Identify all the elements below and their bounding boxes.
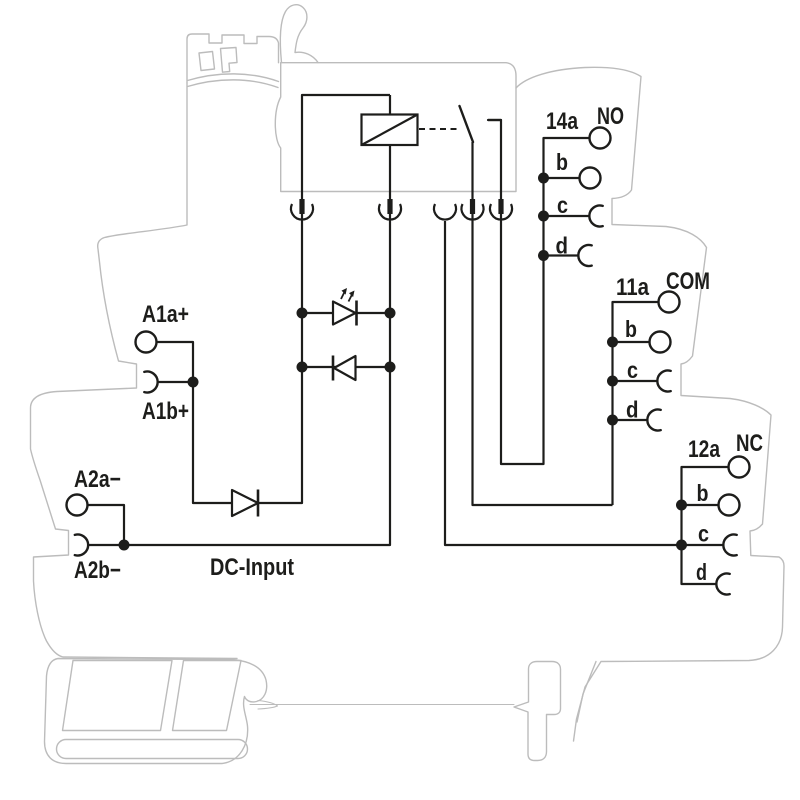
wire-11a-bus [611, 300, 659, 505]
label-11-b: b [625, 316, 637, 342]
terminal-14d [577, 243, 593, 268]
junction-a1 [187, 376, 199, 388]
pin-no [498, 199, 504, 214]
mounting-foot-outline [43, 657, 268, 765]
switch-blade [458, 104, 475, 144]
terminal-circles [65, 126, 751, 517]
latch-band [186, 73, 280, 89]
freewheeling-diode-icon [331, 354, 357, 382]
terminal-14b [578, 166, 602, 190]
wire-a2a-to-junction [87, 503, 126, 545]
label-a2b: A2b− [74, 557, 121, 584]
label-terminal-14a: 14a [546, 108, 579, 135]
din-rail-profile [513, 660, 562, 762]
latch-plate-outline [186, 33, 280, 84]
socket-u-coil-left [289, 203, 315, 221]
wire-diode-to-coil-left [258, 93, 390, 505]
pin-coil-left [299, 199, 305, 214]
polarity-protection-diode-icon [230, 488, 260, 518]
wire-nc-to-12a [443, 221, 682, 547]
socket-u-com [460, 203, 485, 221]
socket-u-coil-right [377, 203, 403, 221]
relay-contact-switch-icon [419, 104, 503, 144]
label-terminal-11a: 11a [616, 274, 650, 301]
label-11-c: c [627, 357, 638, 383]
socket-u-nc [432, 203, 458, 221]
labels: A1a+ A1b+ A2a− A2b− DC-Input 14a NO b c … [74, 103, 763, 585]
terminal-12c [722, 533, 738, 557]
label-12-d: d [696, 559, 707, 585]
label-a1a: A1a+ [142, 301, 189, 328]
terminal-14a [588, 126, 612, 150]
wire-switch-pole-to-11a [471, 142, 613, 507]
label-contact-com: COM [666, 268, 710, 295]
terminal-12a [727, 455, 751, 479]
socket-u-no [488, 203, 514, 221]
label-terminal-12a: 12a [688, 436, 721, 463]
label-14-b: b [556, 149, 568, 175]
label-contact-no: NO [597, 103, 624, 130]
housing-right-edge [515, 66, 785, 742]
terminal-11c [656, 369, 672, 393]
wire-12a-d [680, 545, 717, 586]
terminal-a2a [65, 493, 89, 517]
label-a2a: A2a− [74, 466, 121, 493]
latch-cutout-2 [219, 46, 238, 73]
rail-clip-edge [576, 660, 597, 723]
wire-a1a-to-junction [156, 340, 195, 382]
junction-a2 [118, 539, 130, 551]
foot-slot [55, 738, 249, 760]
label-contact-nc: NC [736, 430, 763, 457]
wire-no-contact-to-14a [488, 118, 590, 466]
wire-12a-bus [680, 465, 729, 545]
relay-block-outline [274, 62, 517, 193]
label-a1b: A1b+ [142, 398, 189, 425]
terminal-a2b [73, 533, 90, 557]
label-11-d: d [626, 397, 639, 423]
junction-dots [118, 172, 687, 551]
terminal-11d [646, 408, 662, 432]
status-led-icon [331, 288, 358, 326]
terminal-a1b [143, 370, 159, 394]
label-dc-input: DC-Input [210, 554, 294, 581]
terminal-11a [657, 290, 681, 314]
label-14-d: d [556, 233, 569, 259]
pin-com [469, 199, 476, 214]
label-12-b: b [697, 480, 709, 506]
terminal-14c [588, 204, 604, 228]
terminal-11b [648, 330, 672, 354]
foot-panel-2 [171, 659, 242, 732]
wire-coil-right-to-a2-bus [124, 95, 392, 547]
terminal-sockets [73, 204, 738, 596]
module-housing-outline [29, 4, 785, 765]
relay-coil-icon [360, 113, 419, 147]
wire-a1-down-to-diode [191, 382, 232, 505]
label-12-c: c [698, 521, 709, 547]
din-rail-flange-tip [257, 699, 279, 710]
latch-cutout-1 [198, 50, 216, 72]
terminal-12b [717, 493, 741, 517]
terminal-a1a [134, 330, 158, 354]
housing-left-edge [29, 82, 238, 660]
terminal-12d [715, 572, 731, 596]
pin-coil-right [387, 199, 393, 214]
release-lever-hook [279, 4, 319, 64]
label-14-c: c [557, 192, 568, 218]
plug-connector-sockets [289, 199, 514, 221]
foot-panel-1 [61, 659, 173, 732]
